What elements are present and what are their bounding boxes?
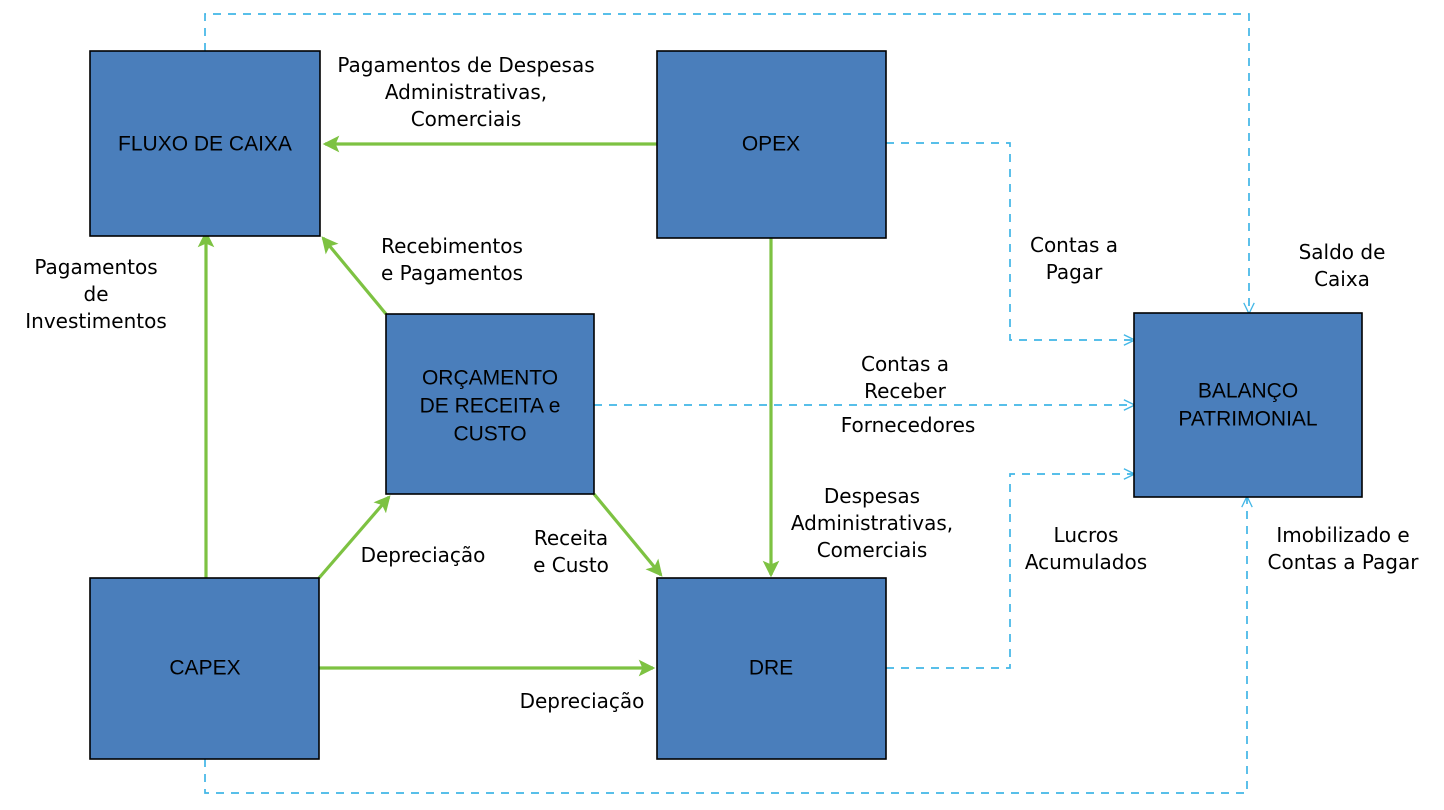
edge-label-line: Depreciação xyxy=(520,689,645,713)
node-rect-opex[interactable] xyxy=(656,50,887,239)
node-label-opex: OPEX xyxy=(742,133,800,156)
edge-label-capex-to-dre: Depreciação xyxy=(520,689,645,713)
node-label-orcamento-line1: ORÇAMENTO xyxy=(422,367,558,390)
edge-label-line: Imobilizado e xyxy=(1276,523,1409,547)
edge-opex-to-balanco xyxy=(886,142,1134,340)
edge-label-line: Contas a Pagar xyxy=(1268,550,1420,574)
node-rect-capex[interactable] xyxy=(89,577,320,760)
edge-label-opex-to-fluxo: Pagamentos de Despesas Administrativas, … xyxy=(337,53,594,131)
edge-capex-to-orcamento xyxy=(317,495,391,580)
node-dre[interactable]: DRE xyxy=(656,577,887,760)
edge-label-line: Comerciais xyxy=(411,107,522,131)
edge-label-orcamento-to-dre: Receita e Custo xyxy=(533,526,609,577)
node-opex[interactable]: OPEX xyxy=(656,50,887,239)
node-rect-orcamento[interactable] xyxy=(385,313,595,495)
node-label-fluxo: FLUXO DE CAIXA xyxy=(118,133,292,156)
edge-orcamento-to-dre xyxy=(592,492,663,577)
edge-orcamento-to-fluxo xyxy=(321,236,388,316)
edge-label-line: Administrativas, xyxy=(791,511,953,535)
edge-label-line: Despesas xyxy=(824,484,920,508)
edge-label-opex-to-balanco: Contas a Pagar xyxy=(1030,233,1118,284)
node-label-dre: DRE xyxy=(749,657,793,680)
edge-label-dre-to-balanco: Lucros Acumulados xyxy=(1025,523,1147,574)
edge-label-line: Caixa xyxy=(1314,267,1370,291)
node-orcamento-de-receita-e-custo[interactable]: ORÇAMENTO DE RECEITA e CUSTO xyxy=(385,313,595,495)
edge-label-line: Fornecedores xyxy=(841,413,976,437)
node-label-orcamento-line2: DE RECEITA e xyxy=(420,395,561,418)
edge-label-line: Lucros xyxy=(1054,523,1119,547)
edge-label-line: e Custo xyxy=(533,553,609,577)
edge-capex-to-balanco xyxy=(204,497,1247,794)
edge-label-line: Saldo de xyxy=(1299,240,1386,264)
edge-label-line: Contas a xyxy=(1030,233,1118,257)
node-label-balanco-line2: PATRIMONIAL xyxy=(1178,408,1317,431)
edge-label-orcamento-to-fluxo: Recebimentos e Pagamentos xyxy=(381,234,523,285)
node-label-capex: CAPEX xyxy=(169,657,240,680)
edge-label-opex-to-dre: Despesas Administrativas, Comerciais xyxy=(791,484,953,562)
node-fluxo-de-caixa[interactable]: FLUXO DE CAIXA xyxy=(89,50,321,237)
edge-label-fluxo-to-balanco: Saldo de Caixa xyxy=(1299,240,1386,291)
node-rect-dre[interactable] xyxy=(656,577,887,760)
edge-label-capex-to-balanco: Imobilizado e Contas a Pagar xyxy=(1268,523,1420,574)
edge-label-line: de xyxy=(84,282,109,306)
edge-label-capex-to-orcamento: Depreciação xyxy=(361,543,486,567)
node-label-balanco-line1: BALANÇO xyxy=(1198,380,1298,403)
node-rect-fluxo[interactable] xyxy=(89,50,321,237)
edge-label-line: Pagamentos xyxy=(34,255,157,279)
edge-label-orcamento-to-balanco-contas-a-receber: Contas a Receber xyxy=(861,352,949,403)
edge-label-line: e Pagamentos xyxy=(381,261,523,285)
edge-dre-to-balanco xyxy=(886,474,1134,669)
edge-label-line: Investimentos xyxy=(25,309,167,333)
edge-label-line: Receber xyxy=(864,379,947,403)
edge-label-capex-to-fluxo: Pagamentos de Investimentos xyxy=(25,255,167,333)
node-capex[interactable]: CAPEX xyxy=(89,577,320,760)
edge-label-line: Comerciais xyxy=(817,538,928,562)
edge-label-line: Administrativas, xyxy=(385,80,547,104)
node-label-orcamento-line3: CUSTO xyxy=(453,423,526,446)
node-balanco-patrimonial[interactable]: BALANÇO PATRIMONIAL xyxy=(1133,312,1363,498)
edge-label-orcamento-to-balanco-fornecedores: Fornecedores xyxy=(841,413,976,437)
node-rect-balanco[interactable] xyxy=(1133,312,1363,498)
edge-label-line: Receita xyxy=(534,526,608,550)
edge-fluxo-to-balanco xyxy=(204,13,1249,313)
edge-label-line: Acumulados xyxy=(1025,550,1147,574)
edge-label-line: Pagamentos de Despesas xyxy=(337,53,594,77)
edge-label-line: Pagar xyxy=(1046,260,1103,284)
edge-label-line: Recebimentos xyxy=(381,234,523,258)
edge-label-line: Depreciação xyxy=(361,543,486,567)
edge-label-line: Contas a xyxy=(861,352,949,376)
